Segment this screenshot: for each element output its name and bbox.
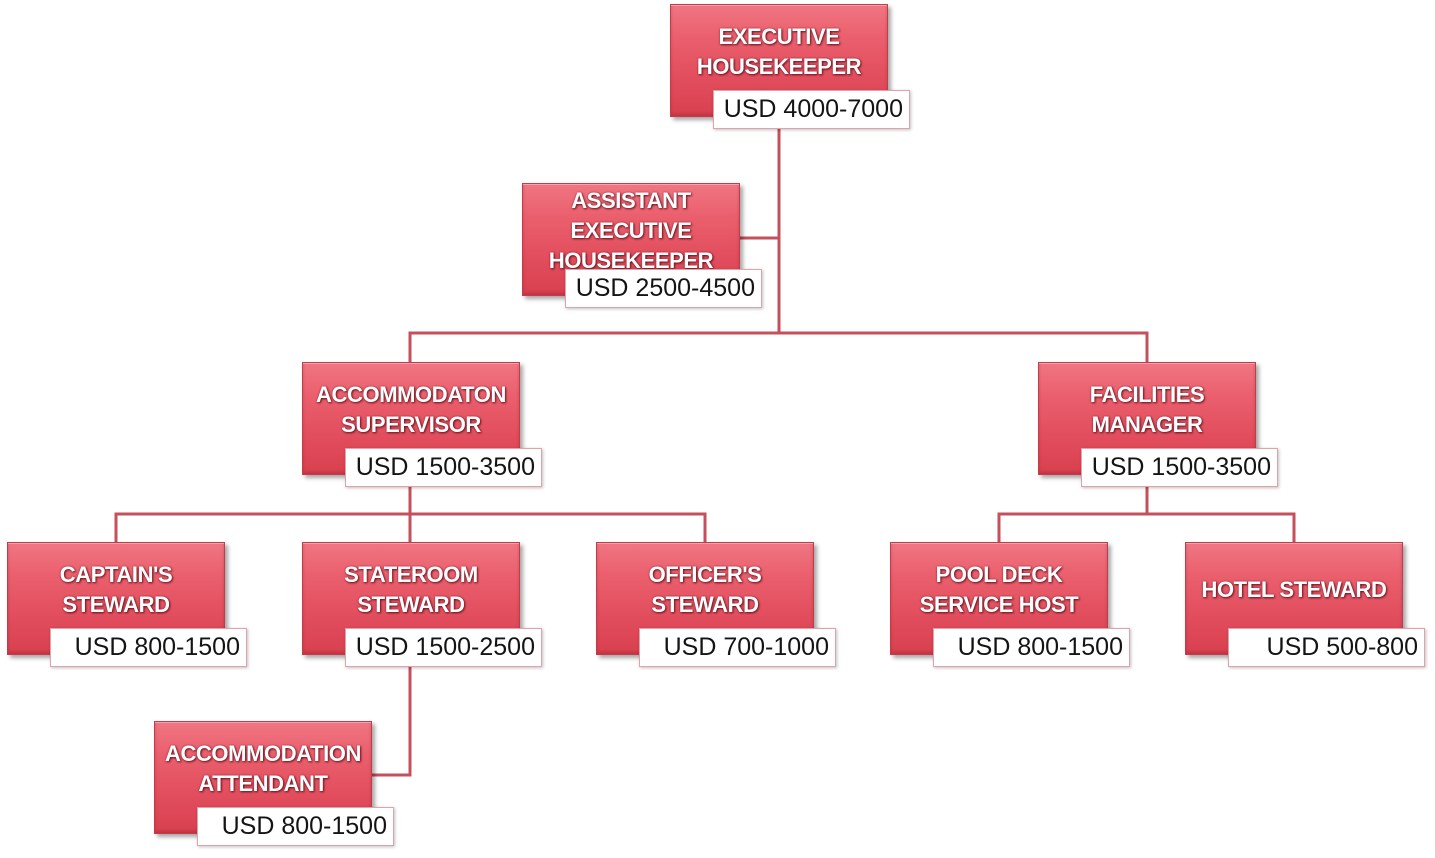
org-node-stateroom-steward: STATEROOM STEWARD USD 1500-2500 <box>302 542 542 667</box>
salary-label: USD 1500-3500 <box>345 448 542 487</box>
salary-label: USD 800-1500 <box>197 807 394 846</box>
node-title: STATEROOM STEWARD <box>344 562 478 617</box>
node-title: ACCOMMODATION ATTENDANT <box>164 741 362 796</box>
node-title: CAPTAIN'S STEWARD <box>59 562 173 617</box>
salary-label: USD 1500-3500 <box>1081 448 1278 487</box>
node-title: HOTEL STEWARD <box>1201 577 1387 602</box>
salary-label: USD 4000-7000 <box>713 90 910 129</box>
org-node-officers-steward: OFFICER'S STEWARD USD 700-1000 <box>596 542 836 667</box>
org-node-captains-steward: CAPTAIN'S STEWARD USD 800-1500 <box>7 542 247 667</box>
connector-line <box>370 653 412 777</box>
org-node-accommodation-attendant: ACCOMMODATION ATTENDANT USD 800-1500 <box>154 721 394 846</box>
org-node-assistant-executive-housekeeper: ASSISTANT EXECUTIVE HOUSEKEEPER USD 2500… <box>522 183 762 308</box>
org-node-accommodation-supervisor: ACCOMMODATON SUPERVISOR USD 1500-3500 <box>302 362 542 487</box>
salary-label: USD 1500-2500 <box>345 628 542 667</box>
salary-label: USD 500-800 <box>1228 628 1425 667</box>
salary-label: USD 700-1000 <box>639 628 836 667</box>
node-title: FACILITIES MANAGER <box>1089 382 1205 437</box>
salary-label: USD 800-1500 <box>50 628 247 667</box>
node-title: ACCOMMODATON SUPERVISOR <box>316 382 506 437</box>
node-title: ASSISTANT EXECUTIVE HOUSEKEEPER <box>548 188 714 273</box>
org-node-executive-housekeeper: EXECUTIVE HOUSEKEEPER USD 4000-7000 <box>670 4 910 129</box>
node-title: POOL DECK SERVICE HOST <box>919 562 1079 617</box>
node-title: OFFICER'S STEWARD <box>648 562 762 617</box>
org-node-pool-deck-service-host: POOL DECK SERVICE HOST USD 800-1500 <box>890 542 1130 667</box>
org-node-hotel-steward: HOTEL STEWARD USD 500-800 <box>1185 542 1425 667</box>
org-node-facilities-manager: FACILITIES MANAGER USD 1500-3500 <box>1038 362 1278 487</box>
salary-label: USD 2500-4500 <box>565 269 762 308</box>
salary-label: USD 800-1500 <box>933 628 1130 667</box>
node-title: EXECUTIVE HOUSEKEEPER <box>696 24 862 79</box>
